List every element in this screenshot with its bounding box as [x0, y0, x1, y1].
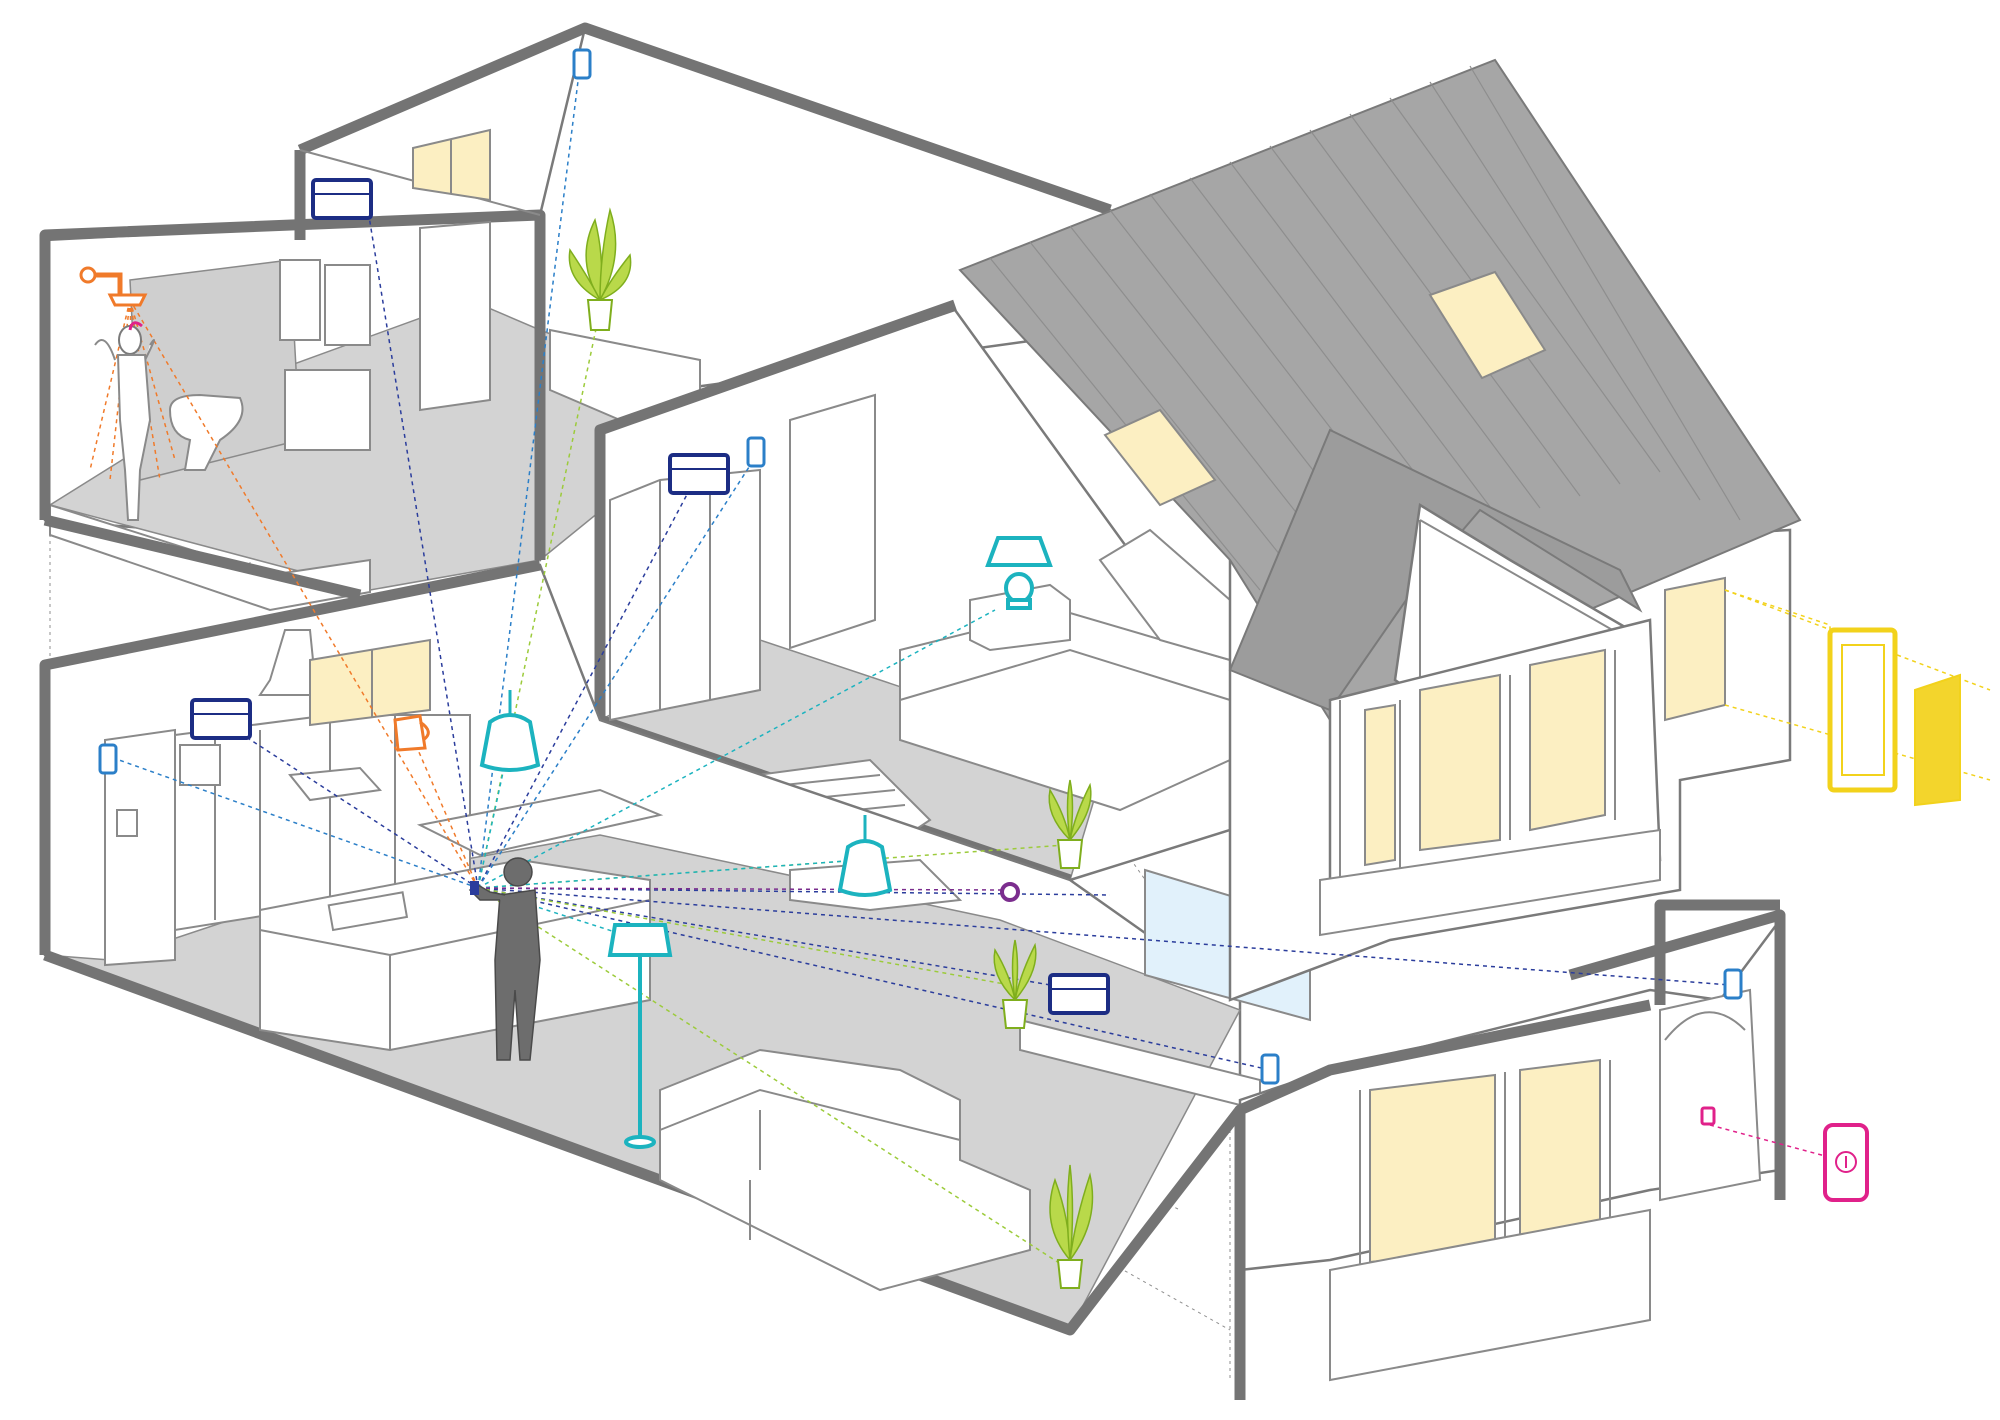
speaker-icon [311, 178, 373, 220]
plant-icon [993, 939, 1037, 1029]
sensor-icon [572, 48, 592, 80]
sink [327, 891, 409, 932]
plant-icon [1048, 779, 1092, 869]
skylight-left [1103, 408, 1217, 507]
wardrobe [609, 468, 761, 722]
hob [288, 766, 383, 802]
ground-floor-outline [39, 559, 1245, 1336]
plant-icon [1049, 1164, 1094, 1289]
bedroom-door [789, 393, 876, 650]
sensor-icon [1260, 1053, 1280, 1085]
sensor-icon [746, 436, 766, 468]
smoke-detector-icon [1000, 882, 1020, 902]
smartphone-icon [470, 881, 479, 895]
thermostat-panel-icon [1827, 627, 1898, 793]
bay-window-upper-side [1364, 703, 1396, 867]
doorbell-button-icon [1823, 1123, 1869, 1202]
bay-sill [1319, 828, 1661, 937]
mirror-cabinet [279, 259, 321, 341]
sofa [659, 1048, 1031, 1292]
bay-window-upper-2 [1529, 648, 1606, 832]
kettle-icon [393, 714, 430, 752]
bay-base [1329, 1208, 1651, 1382]
pendant-lamp-icon [479, 690, 541, 772]
table-lamp-icon [985, 536, 1053, 610]
bedroom-outline [594, 299, 957, 720]
bay-window-lower-2 [1519, 1058, 1601, 1250]
bay-window-upper-1 [1419, 673, 1501, 852]
side-window [1664, 576, 1726, 722]
plant-icon [568, 207, 632, 331]
doorbell-icon [1700, 1106, 1716, 1126]
person-with-phone [468, 857, 541, 1061]
speaker-icon [190, 698, 252, 740]
bay-window-lower-1 [1369, 1073, 1496, 1264]
bathroom-door [419, 220, 491, 412]
house-exterior [958, 58, 1802, 1400]
fridge [104, 728, 176, 967]
heater-panel-icon [1914, 673, 1961, 807]
bathroom-vanity [284, 369, 371, 451]
shower-head-icon [79, 266, 148, 307]
speaker-icon [668, 453, 730, 495]
toilet [168, 393, 244, 471]
skylight-right [1428, 270, 1547, 380]
bedside-table [969, 583, 1071, 652]
kitchen-window [309, 638, 431, 727]
person-showering [94, 321, 155, 521]
breakfast-bar [416, 788, 664, 857]
speaker-icon [1048, 973, 1110, 1015]
floor-lamp-icon [607, 923, 673, 1149]
sensor-icon [1723, 968, 1743, 1000]
sensor-icon [98, 743, 118, 775]
pendant-lamp-icon [837, 815, 893, 897]
front-door [1659, 988, 1762, 1202]
